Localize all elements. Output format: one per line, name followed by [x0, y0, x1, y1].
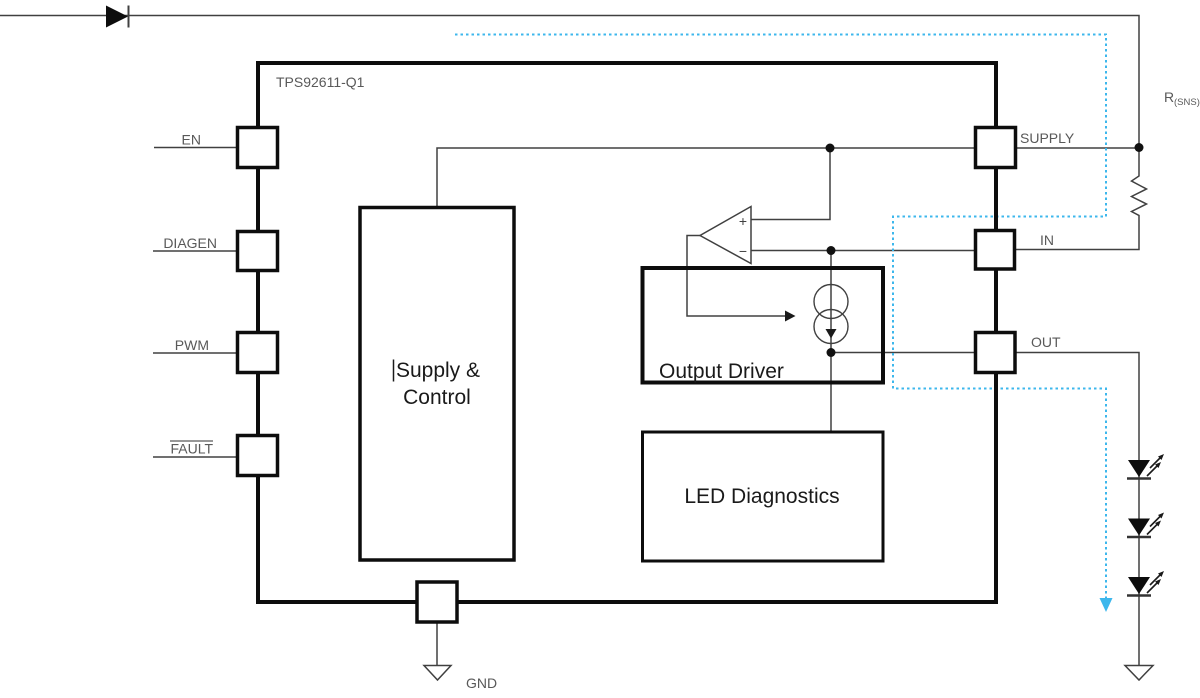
- blocks: [358, 205, 885, 563]
- ground-icon: [1123, 664, 1155, 682]
- comparator-plus-sign: +: [739, 213, 747, 229]
- junction-dots: [825, 143, 1144, 357]
- ic-boundary: [256, 61, 998, 604]
- current-source-arrowhead: [825, 329, 837, 339]
- pin-label-diagen: DIAGEN: [163, 235, 217, 251]
- current-path-dotted-line: [455, 33, 1107, 599]
- comparator-icon: + −: [698, 205, 752, 265]
- supply-control-block: [358, 205, 516, 562]
- pin-box-diagen: [235, 229, 280, 273]
- pin-label-en: EN: [182, 132, 201, 148]
- sense-resistor-label: R: [1164, 89, 1174, 105]
- pin-label-gnd: GND: [466, 675, 497, 691]
- comparator-feedback-wire: [686, 234, 786, 317]
- led-diagnostics-label: LED Diagnostics: [684, 485, 839, 508]
- diode-icon: [106, 5, 130, 28]
- junction-dot: [826, 246, 836, 255]
- ground-icon: [422, 664, 453, 682]
- pin-label-in: IN: [1040, 232, 1054, 248]
- led-diagnostics-block: [641, 430, 885, 563]
- pin-box-supply: [973, 125, 1018, 170]
- supply-control-label-line2: Control: [403, 386, 471, 409]
- in-pin-wire: [1016, 218, 1140, 251]
- top-supply-wire: [0, 14, 1140, 173]
- chip-title: TPS92611-Q1: [276, 74, 365, 90]
- output-driver-block: [640, 266, 885, 385]
- pin-label-out: OUT: [1031, 334, 1061, 350]
- junction-dot: [826, 348, 836, 357]
- pin-label-pwm: PWM: [175, 337, 209, 353]
- led-string: [1127, 454, 1164, 597]
- pin-boxes: [235, 125, 1018, 624]
- pin-box-out: [973, 330, 1017, 375]
- comparator-minus-sign: −: [739, 243, 747, 259]
- output-driver-label: Output Driver: [659, 360, 784, 383]
- current-source-icon: [813, 283, 849, 345]
- pin-label-fault: FAULT: [170, 441, 213, 457]
- wires: [0, 14, 1149, 666]
- pin-box-pwm: [235, 330, 280, 375]
- junction-dot: [825, 143, 835, 153]
- supply-control-label-line1: Supply &: [396, 359, 480, 382]
- feedback-arrowhead-icon: [785, 310, 796, 322]
- led-icon: [1127, 512, 1164, 539]
- led-icon: [1127, 571, 1164, 597]
- pin-box-en: [235, 125, 280, 170]
- led-icon: [1127, 454, 1164, 480]
- out-external-wire: [1016, 351, 1140, 666]
- sense-resistor-zigzag: [1129, 173, 1149, 218]
- comparator-plus-wire: [751, 148, 831, 221]
- pin-box-fault: [235, 433, 280, 478]
- pin-label-supply: SUPPLY: [1020, 130, 1075, 146]
- junction-dot: [1134, 143, 1144, 152]
- supply-internal-wire: [436, 147, 976, 208]
- current-path: [455, 33, 1113, 612]
- current-path-arrow-icon: [1099, 598, 1113, 612]
- sense-resistor-label-sub: (SNS): [1174, 97, 1200, 108]
- pin-box-gnd: [415, 580, 459, 624]
- pin-box-in: [973, 228, 1017, 271]
